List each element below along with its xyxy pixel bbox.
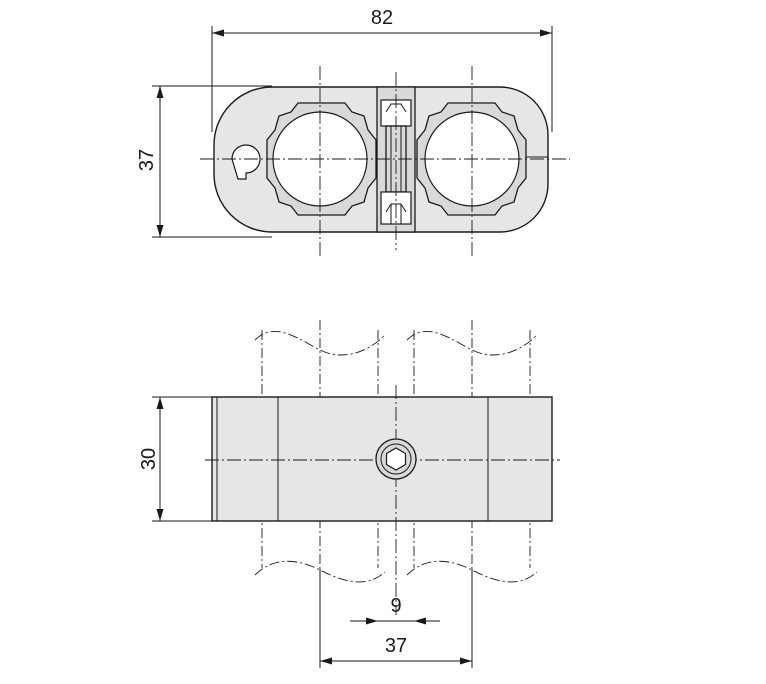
socket-bolt-rim xyxy=(380,443,412,475)
dim-37h-arrow-left xyxy=(320,657,332,665)
dim-37v-label: 37 xyxy=(136,149,158,171)
dim-30-label: 30 xyxy=(138,448,160,470)
dim-37h-label: 37 xyxy=(385,635,407,657)
left-end-notch xyxy=(231,144,261,180)
break-line-top-right xyxy=(406,331,538,356)
hex-socket-icon xyxy=(385,447,407,471)
dim-82-arrow-right xyxy=(540,29,552,37)
break-line-bottom-left xyxy=(254,560,386,583)
top-view: 82 37 xyxy=(136,7,570,256)
break-line-bottom-right xyxy=(406,560,538,583)
front-view: 30 9 37 xyxy=(138,320,560,668)
dim-37v-arrow-top xyxy=(156,86,164,98)
dim-82-arrow-left xyxy=(212,29,224,37)
dim-82-label: 82 xyxy=(371,7,393,29)
dim-37h-arrow-right xyxy=(460,657,472,665)
dim-30-arrow-top xyxy=(156,397,164,409)
dim-9-arrow-right xyxy=(414,617,426,625)
dim-9-arrow-left xyxy=(366,617,378,625)
dim-9-label: 9 xyxy=(390,595,401,617)
break-line-top-left xyxy=(254,331,386,356)
dim-37v-arrow-bottom xyxy=(156,225,164,237)
dim-30-arrow-bottom xyxy=(156,509,164,521)
